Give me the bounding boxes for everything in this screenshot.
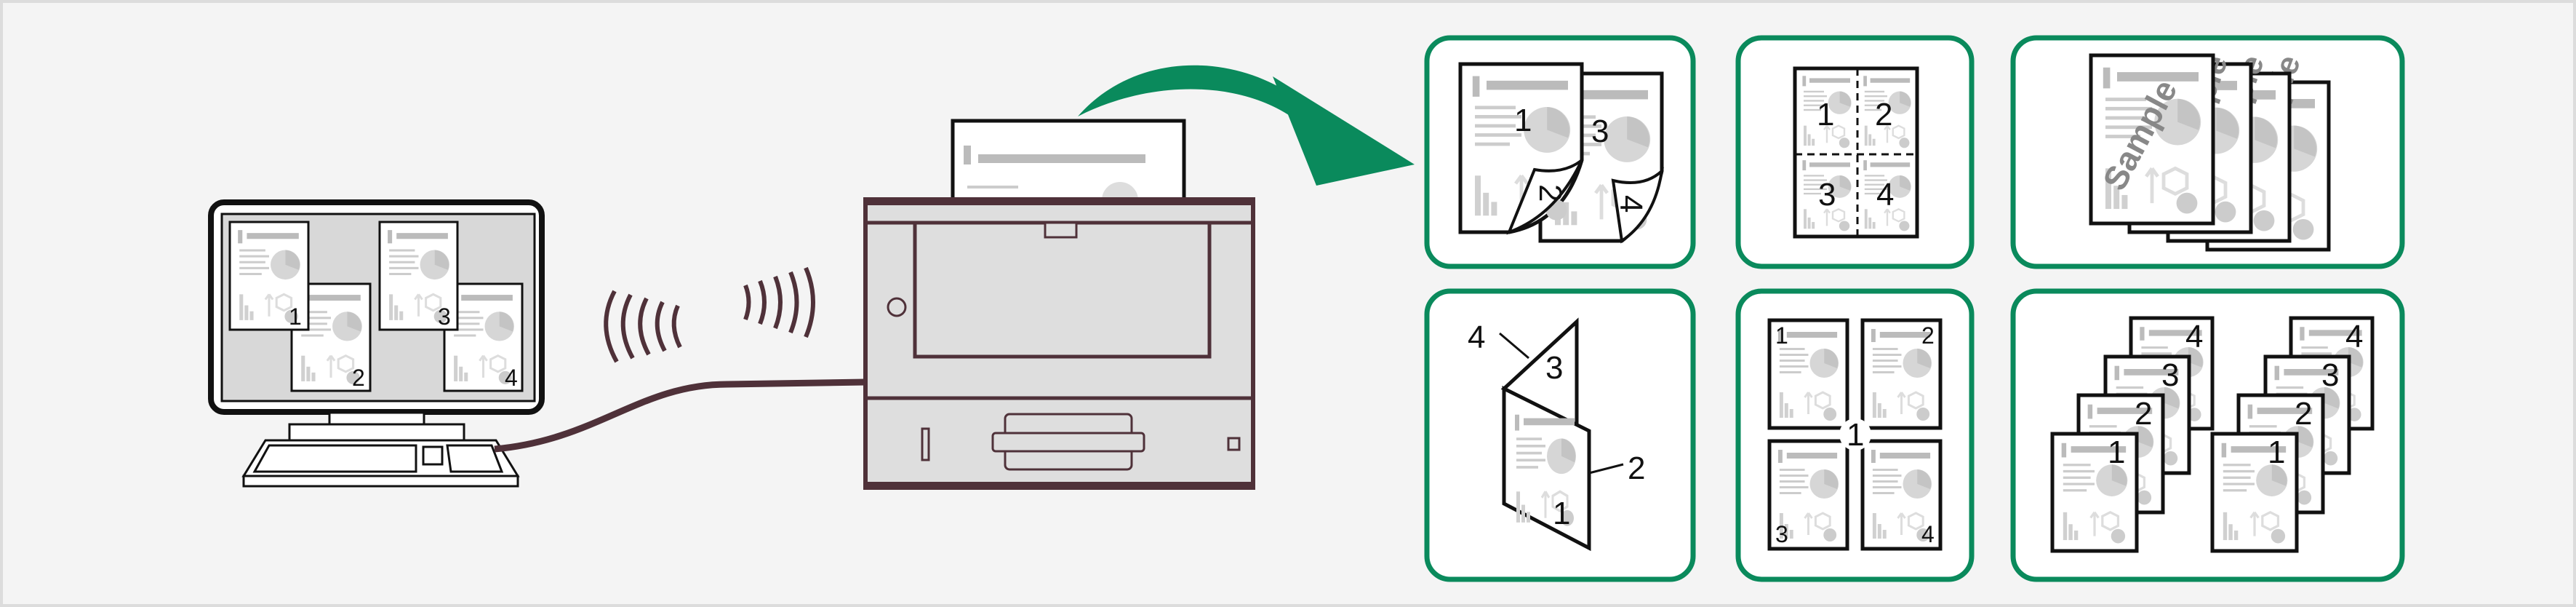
page-label: 3 [2161,357,2179,393]
page-label: 2 [1875,97,1892,132]
page-label: 3 [1591,114,1609,149]
window-label: 2 [352,365,365,391]
page-label: 2 [1921,322,1935,349]
page-label: 3 [1818,177,1836,213]
page-label: 1 [1775,322,1788,349]
computer: 2 4 1 3 [208,199,545,488]
panel-collate: 4 3 2 1 4 3 2 1 [2010,288,2405,582]
page-label: 1 [1553,496,1570,531]
page-label: 1 [1817,97,1834,132]
monitor-stand [328,411,425,426]
panel-watermark: Sample Sample Sample Sample [2010,35,2405,269]
page-label: 4 [2345,319,2363,354]
page-label: 4 [1921,521,1935,547]
page-label: 4 [1876,177,1894,213]
page-label: 3 [1545,350,1563,386]
page-label: 2 [1628,451,1645,486]
keyboard [241,439,520,488]
page-label: 2 [1532,184,1568,202]
screen-window-1: 1 [228,221,310,331]
page-label: 1 [2108,435,2125,470]
page-label: 4 [1613,195,1649,213]
page-label: 1 [2268,435,2285,470]
collated-set: 4 3 2 1 [2210,316,2375,553]
page-label: 3 [1775,521,1788,547]
page-label: 2 [2135,396,2152,432]
window-label: 1 [289,304,302,330]
window-label: 3 [438,304,451,330]
paper-tray-cover [913,221,1212,359]
page-label: 4 [2185,319,2203,354]
panel-combine: 1 2 3 4 [1735,35,1975,269]
window-label: 4 [505,365,518,391]
monitor-base [288,423,465,442]
page-label: 4 [1468,320,1485,355]
printer [863,119,1255,490]
panel-booklet: 4 3 2 1 [1424,288,1696,582]
drawer-handle [991,432,1145,453]
page-label: 2 [2295,396,2312,432]
wireless-signal-icon [604,266,815,363]
usb-cable [494,378,866,453]
collated-set: 4 3 2 1 [2050,316,2215,553]
screen-window-3: 3 [378,221,459,331]
page-label: 1 [1514,103,1532,138]
power-button-icon [887,297,907,317]
panel-poster: 1 1 2 3 4 [1735,288,1975,582]
panel-duplex: 1 2 3 4 [1424,35,1696,269]
output-arrow-icon [1078,65,1415,186]
page-label: 3 [2321,357,2339,393]
poster-center-label: 1 [1847,417,1864,453]
